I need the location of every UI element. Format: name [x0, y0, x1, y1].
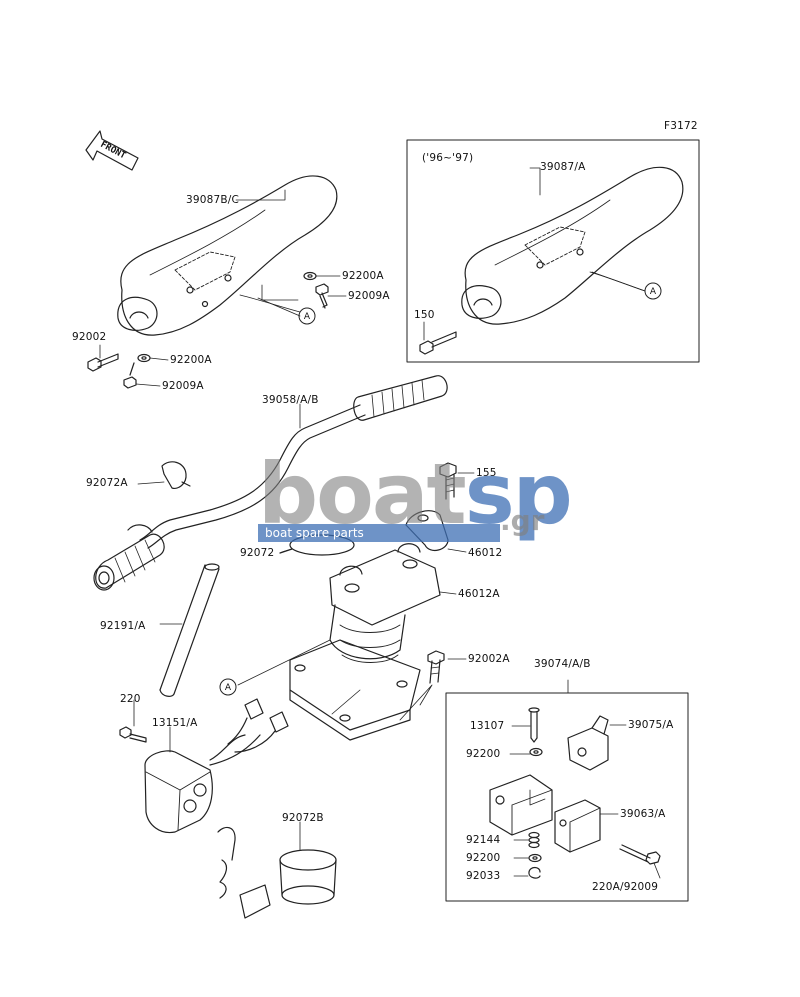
part-label-92072: 92072	[240, 547, 275, 559]
part-label-92002: 92002	[72, 331, 107, 343]
handlebar-39058	[93, 375, 448, 591]
figure-code: F3172	[664, 120, 698, 132]
band-92072a	[161, 461, 191, 489]
part-label-39075: 39075/A	[628, 719, 674, 731]
pin-13107	[528, 707, 540, 743]
part-label-92072b: 92072B	[282, 812, 324, 824]
part-label-92144: 92144	[466, 834, 501, 846]
part-label-92191: 92191/A	[100, 620, 146, 632]
part-label-150: 150	[414, 309, 435, 321]
watermark-boat: boatsp	[258, 445, 573, 543]
watermark-subtitle-bar	[258, 524, 500, 542]
bolt-92002a	[427, 650, 445, 684]
spring-92144	[528, 831, 540, 849]
part-label-92200a-bottom: 92200A	[170, 354, 212, 366]
part-label-92033: 92033	[466, 870, 501, 882]
circlip-92033	[528, 866, 541, 879]
lever-39075	[567, 715, 609, 771]
part-label-46012a: 46012A	[458, 588, 500, 600]
tube-92191	[159, 563, 220, 697]
watermark-subtitle: boat spare parts	[265, 526, 364, 540]
part-label-92072a: 92072A	[86, 477, 128, 489]
part-label-39058: 39058/A/B	[262, 394, 319, 406]
ref-letter: A	[304, 312, 311, 322]
part-label-39074: 39074/A/B	[534, 658, 591, 670]
ref-letter: A	[225, 683, 232, 693]
band-92072b	[217, 826, 337, 919]
part-label-92002a: 92002A	[468, 653, 510, 665]
handlebar-cover-39087a	[461, 166, 684, 325]
bolt-155	[439, 462, 457, 500]
part-label-92009a-bottom: 92009A	[162, 380, 204, 392]
part-label-39063: 39063/A	[620, 808, 666, 820]
ref-circles	[219, 282, 662, 696]
inset-years: ('96~'97)	[422, 152, 474, 164]
leader-lines	[99, 167, 661, 879]
cover-39063	[554, 799, 601, 853]
bolt-220	[119, 726, 147, 743]
washer-92200a-top	[303, 271, 317, 281]
washer-92200a-bottom	[137, 353, 151, 363]
washer-92200-lower	[528, 853, 542, 863]
steering-holder-46012a	[289, 543, 441, 741]
part-label-92009a-top: 92009A	[348, 290, 390, 302]
part-label-39087bc: 39087B/C	[186, 194, 240, 206]
inset-frame-39074	[445, 692, 689, 902]
part-label-92200a-top: 92200A	[342, 270, 384, 282]
front-direction-arrow	[85, 130, 139, 171]
switch-holder-block	[489, 774, 553, 836]
inset-frame-96-97	[406, 139, 700, 363]
part-label-13107: 13107	[470, 720, 505, 732]
part-label-92200: 92200	[466, 748, 501, 760]
front-label: FRONT	[99, 140, 128, 162]
bolt-92002	[87, 353, 119, 372]
washer-92200	[529, 747, 543, 757]
part-label-92200-lower: 92200	[466, 852, 501, 864]
bolt-150	[419, 331, 457, 355]
bolt-220a	[619, 844, 661, 865]
ref-letter: A	[650, 287, 657, 297]
part-label-39087a: 39087/A	[540, 161, 586, 173]
switch-13151	[144, 698, 289, 834]
bolt-92009a-bottom	[123, 362, 137, 389]
watermark-domain: .gr	[500, 504, 545, 537]
part-label-155: 155	[476, 467, 497, 479]
part-label-220: 220	[120, 693, 141, 705]
part-label-220a: 220A/92009	[592, 881, 659, 893]
part-label-46012: 46012	[468, 547, 503, 559]
bolt-92009a-top	[315, 283, 329, 309]
part-label-13151: 13151/A	[152, 717, 198, 729]
